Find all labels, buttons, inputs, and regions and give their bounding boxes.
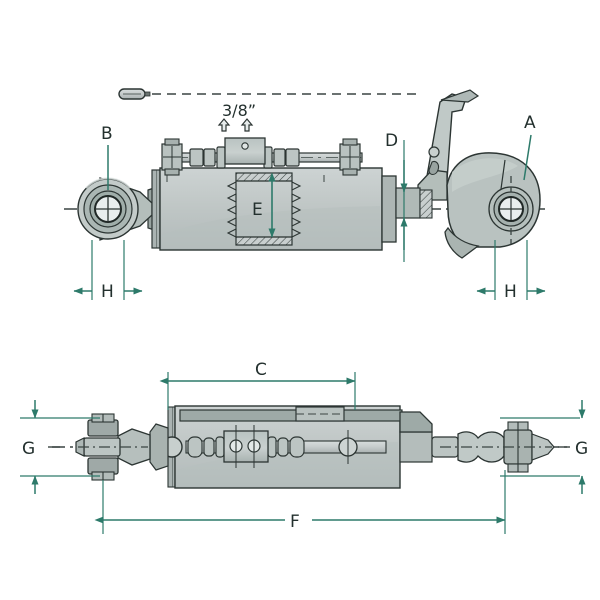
plan-right-joint (399, 411, 555, 473)
thread-size-label: 3/8” (222, 101, 256, 120)
dim-d-annotation: D (385, 131, 408, 262)
cylinder-bore-section: E (226, 172, 302, 246)
hydraulic-port-block (224, 137, 266, 165)
dim-e-label: E (252, 200, 263, 220)
dim-b-annotation: B (101, 124, 113, 190)
dim-f-annotation: F (94, 470, 506, 534)
dim-b-label: B (101, 124, 113, 144)
ball-joint-eye-end (77, 177, 161, 241)
dim-h-left-annotation: H (73, 240, 143, 302)
dim-a-label: A (524, 113, 536, 133)
dim-a-annotation: A (523, 113, 536, 181)
dim-g-right-annotation: G (500, 400, 588, 494)
port-arrow-icons (217, 118, 254, 132)
hook-claw-end (395, 89, 541, 259)
dim-h-left-label: H (101, 282, 114, 302)
dim-h-right-label: H (504, 282, 517, 302)
plan-view: C G G F (20, 360, 588, 534)
dim-g-right-label: G (575, 439, 588, 459)
hydraulic-port-assembly: 3/8” (161, 101, 363, 176)
loose-pin-icon (118, 88, 151, 100)
dim-h-right-annotation: H (476, 240, 546, 302)
dim-c-annotation: C (159, 360, 356, 410)
dim-g-left-annotation: G (20, 400, 100, 494)
plan-left-joint (75, 413, 169, 481)
dim-d-label: D (385, 131, 398, 151)
dim-f-label: F (290, 512, 300, 532)
dim-g-left-label: G (22, 439, 35, 459)
dim-c-label: C (255, 360, 267, 380)
side-elevation-view: E (64, 88, 548, 302)
